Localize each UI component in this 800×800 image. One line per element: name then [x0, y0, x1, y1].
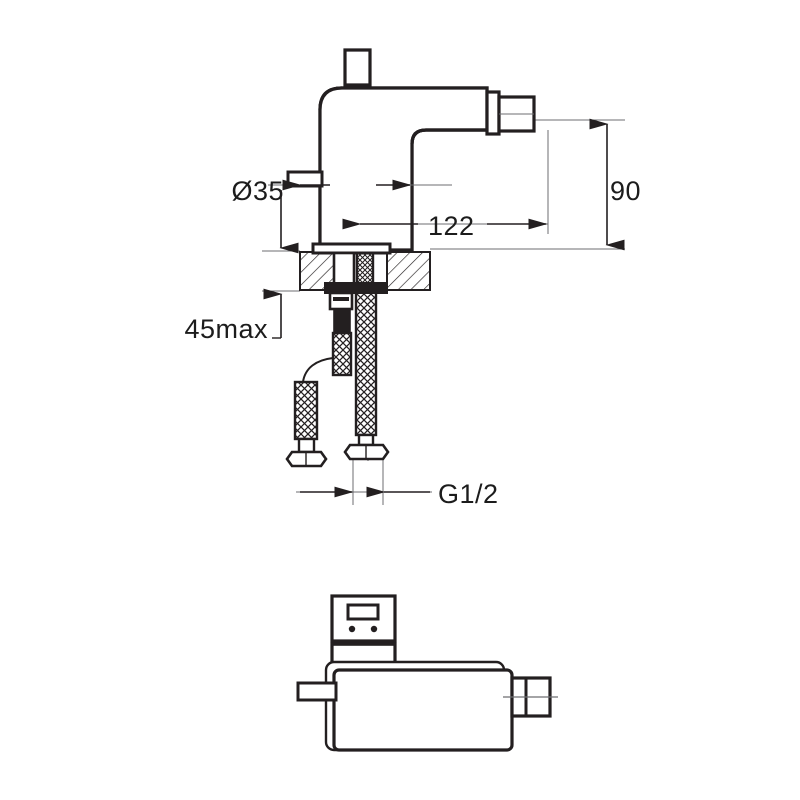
hose-right-fitting [343, 433, 390, 461]
hose-left-route [302, 357, 334, 383]
plan-outlet [503, 676, 558, 718]
under-deck-assembly [324, 251, 388, 437]
elevation-view: 90 122 Ø35 45max G1/2 [184, 48, 641, 509]
plan-body-outline [332, 668, 514, 752]
hose-left-braid [293, 380, 319, 441]
plan-handle-tab [296, 681, 338, 702]
side-handle [286, 170, 324, 188]
hose-left [285, 380, 328, 468]
dimension-g12: G1/2 [300, 479, 499, 509]
lever-cap-slot [346, 603, 380, 621]
dim-45max-label: 45max [184, 314, 268, 344]
threaded-stud [333, 308, 351, 334]
plan-view [296, 594, 558, 752]
hose-right-neck [357, 433, 375, 447]
hose-left-neck [297, 437, 316, 454]
indicator-dot-left [348, 625, 356, 633]
deck-right-hatch [386, 251, 431, 291]
indicator-dot-right [370, 625, 378, 633]
dim-90-label: 90 [610, 176, 641, 206]
dim-d35-label: Ø35 [231, 176, 284, 206]
plan-side-handle [296, 681, 338, 702]
base-flange [311, 242, 392, 255]
hose-left-upper [331, 331, 353, 377]
fixing-nut-band [333, 297, 349, 301]
hose-right-braid [354, 289, 378, 437]
dimension-diameter-35: Ø35 [231, 176, 448, 206]
spout-outlet [485, 90, 536, 136]
deck-section [299, 251, 431, 291]
dimension-45max: 45max [184, 190, 299, 344]
flange-plate [311, 242, 392, 255]
lever-stub [343, 48, 372, 87]
outlet-collar [485, 90, 501, 136]
hose-right-top-collar [353, 285, 379, 294]
side-handle-body [286, 170, 324, 188]
spout-arm [318, 86, 489, 252]
dimension-90: 90 [589, 118, 641, 251]
plan-lever-cap [330, 594, 397, 673]
plan-body [324, 660, 514, 752]
dim-122-label: 122 [428, 211, 475, 241]
dimension-122: 122 [342, 211, 548, 241]
dim-g12-label: G1/2 [438, 479, 499, 509]
